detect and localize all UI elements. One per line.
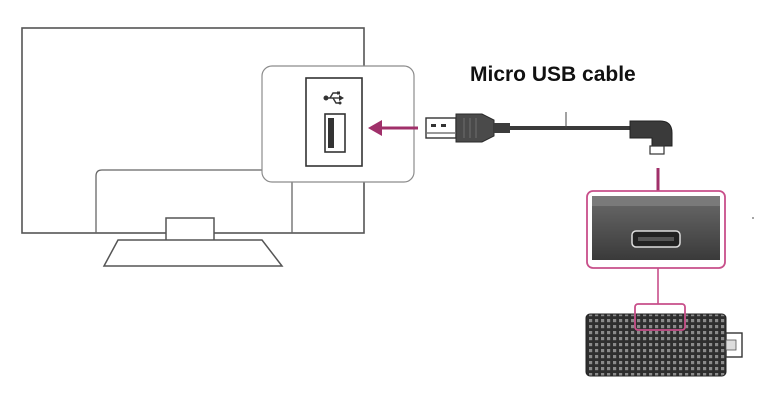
usb-port-callout — [261, 65, 415, 183]
usb-icon — [323, 91, 344, 105]
stick-body — [585, 313, 727, 377]
cable-label: Micro USB cable — [470, 63, 636, 86]
device-port-callout — [586, 190, 726, 269]
arrow-left-icon — [368, 120, 418, 136]
micro-usb-plug — [649, 145, 665, 155]
tv-stand-base — [102, 239, 284, 267]
usb-a-plug — [425, 117, 457, 139]
stick-port-highlight — [634, 303, 686, 331]
streaming-stick — [585, 303, 743, 377]
micro-usb-cable — [425, 112, 673, 155]
